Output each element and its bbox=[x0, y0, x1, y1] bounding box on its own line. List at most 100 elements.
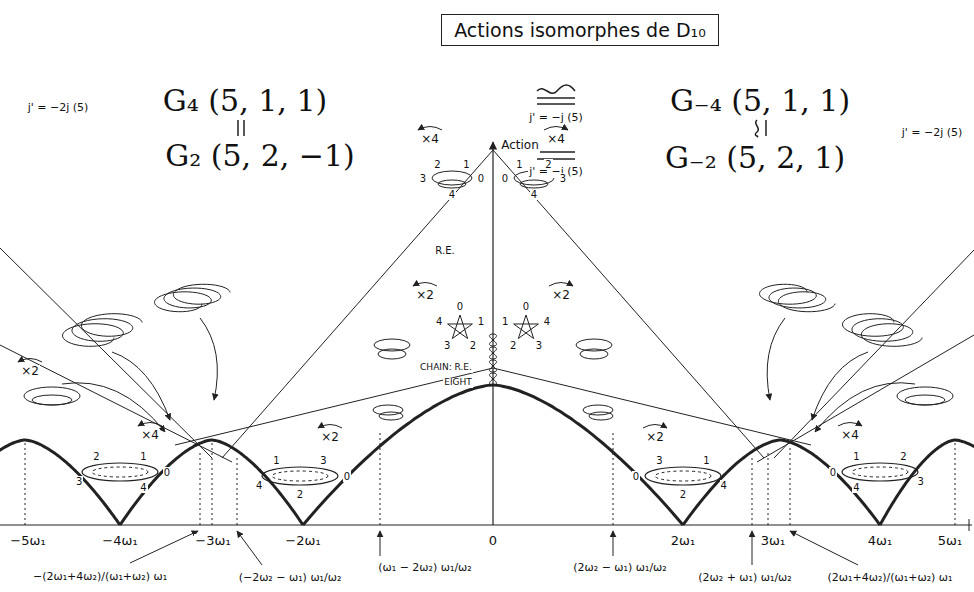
leader-arrow bbox=[613, 531, 614, 556]
energy-curve bbox=[303, 385, 683, 525]
x-axis bbox=[0, 524, 972, 525]
congruence: j' = −j (5) bbox=[528, 112, 584, 124]
multiplicity: ×2 bbox=[415, 289, 435, 302]
orbit-ellipse bbox=[262, 467, 338, 485]
rotation-arrow bbox=[838, 423, 862, 427]
orbit-loop bbox=[520, 180, 548, 188]
point-number: 3 bbox=[535, 340, 543, 351]
leader-arrow bbox=[380, 531, 381, 556]
multiplicity: ×2 bbox=[20, 365, 40, 378]
orbit-ellipse bbox=[655, 471, 711, 481]
dotted-guide bbox=[212, 440, 213, 525]
branch-label: CHAIN: R.E. bbox=[419, 363, 473, 373]
multiplicity: ×4 bbox=[140, 429, 160, 442]
tick-label: 3ω₁ bbox=[760, 534, 786, 548]
energy-curve bbox=[0, 440, 120, 525]
dotted-guide bbox=[752, 455, 753, 525]
equal-symbol bbox=[537, 151, 575, 153]
rotation-arrow bbox=[18, 359, 42, 363]
orbit-loop bbox=[373, 405, 403, 415]
rotation-arrow bbox=[549, 283, 573, 287]
orbit-ellipse bbox=[905, 395, 945, 405]
orbit-ellipse bbox=[32, 395, 72, 405]
equal-symbol bbox=[243, 120, 245, 136]
axis-tick bbox=[969, 519, 970, 531]
fraction-label: −(2ω₁+4ω₂)/(ω₁+ω₂) ω₁ bbox=[32, 571, 168, 583]
title: Actions isomorphes de D₁₀ bbox=[441, 14, 719, 47]
equal-symbol bbox=[537, 158, 575, 160]
point-number: 0 bbox=[343, 471, 351, 482]
tick-label: −4ω₁ bbox=[101, 534, 138, 548]
point-number: 4 bbox=[543, 316, 551, 327]
branch-label: R.E. bbox=[434, 245, 455, 256]
tick-label: −5ω₁ bbox=[9, 534, 46, 548]
orbit-ellipse bbox=[842, 463, 918, 481]
energy-curve bbox=[683, 440, 880, 525]
point-number: 3 bbox=[559, 173, 567, 184]
re-branch bbox=[757, 335, 974, 462]
multiplicity: ×2 bbox=[645, 431, 665, 444]
group-name: G₂ (5, 2, −1) bbox=[164, 139, 355, 172]
orbit-spiral bbox=[760, 284, 836, 311]
orbit-loop bbox=[589, 412, 613, 420]
multiplicity: ×4 bbox=[420, 133, 440, 146]
orbit-arrow bbox=[815, 383, 915, 432]
re-branch bbox=[493, 150, 764, 458]
eight-orbit bbox=[489, 347, 496, 359]
point-number: 2 bbox=[469, 340, 477, 351]
branch-label: EIGHT bbox=[443, 378, 473, 388]
orbit-ellipse bbox=[852, 467, 908, 477]
point-number: 3 bbox=[319, 455, 327, 466]
point-number: 2 bbox=[509, 340, 517, 351]
point-number: 3 bbox=[655, 455, 663, 466]
point-number: 1 bbox=[702, 455, 710, 466]
point-number: 1 bbox=[501, 316, 509, 327]
iso-symbol bbox=[755, 120, 758, 137]
point-number: 2 bbox=[544, 159, 552, 170]
re-branch bbox=[774, 250, 974, 458]
fraction-label: (2ω₂ + ω₁) ω₁/ω₂ bbox=[697, 572, 792, 584]
re-branch bbox=[222, 150, 493, 458]
multiplicity: ×4 bbox=[546, 133, 566, 146]
point-number: 3 bbox=[75, 476, 83, 487]
equal-symbol bbox=[237, 120, 239, 136]
rotation-arrow bbox=[544, 127, 568, 131]
orbit-arrow bbox=[767, 318, 785, 400]
energy-curve bbox=[880, 440, 974, 525]
orbit-spiral bbox=[843, 314, 923, 347]
orbit-loop bbox=[379, 412, 403, 420]
point-number: 2 bbox=[679, 489, 687, 500]
leader-arrow bbox=[752, 531, 753, 565]
orbit-spiral bbox=[63, 314, 143, 347]
leader-arrow bbox=[790, 531, 858, 565]
re-branch bbox=[175, 368, 493, 445]
leader-arrow bbox=[130, 531, 198, 563]
point-number: 1 bbox=[462, 159, 470, 170]
rotation-arrow bbox=[138, 423, 162, 427]
point-number: 1 bbox=[477, 316, 485, 327]
isomorphism-symbol bbox=[537, 85, 575, 93]
orbit-loop bbox=[580, 349, 608, 359]
isomorphism-symbol bbox=[537, 103, 575, 105]
dotted-guide bbox=[955, 440, 956, 525]
congruence: j' = −2j (5) bbox=[901, 127, 964, 139]
point-number: 0 bbox=[163, 467, 171, 478]
axis-title: Action bbox=[500, 139, 540, 152]
point-number: 4 bbox=[435, 316, 443, 327]
fraction-label: (2ω₂ − ω₁) ω₁/ω₂ bbox=[572, 562, 667, 574]
orbit-ellipse bbox=[272, 471, 328, 481]
re-branch bbox=[0, 248, 212, 458]
fraction-label: (−2ω₂ − ω₁) ω₁/ω₂ bbox=[238, 572, 343, 584]
point-number: 1 bbox=[515, 159, 523, 170]
point-number: 0 bbox=[829, 467, 837, 478]
star-orbit bbox=[514, 315, 539, 339]
point-number: 2 bbox=[92, 451, 100, 462]
group-name: G₋₂ (5, 2, 1) bbox=[664, 141, 846, 174]
star-orbit bbox=[448, 315, 473, 339]
group-name: G₋₄ (5, 1, 1) bbox=[669, 84, 851, 117]
eight-orbit bbox=[489, 360, 496, 372]
eight-orbit bbox=[489, 373, 496, 385]
multiplicity: ×2 bbox=[320, 431, 340, 444]
dotted-guide bbox=[237, 455, 238, 525]
